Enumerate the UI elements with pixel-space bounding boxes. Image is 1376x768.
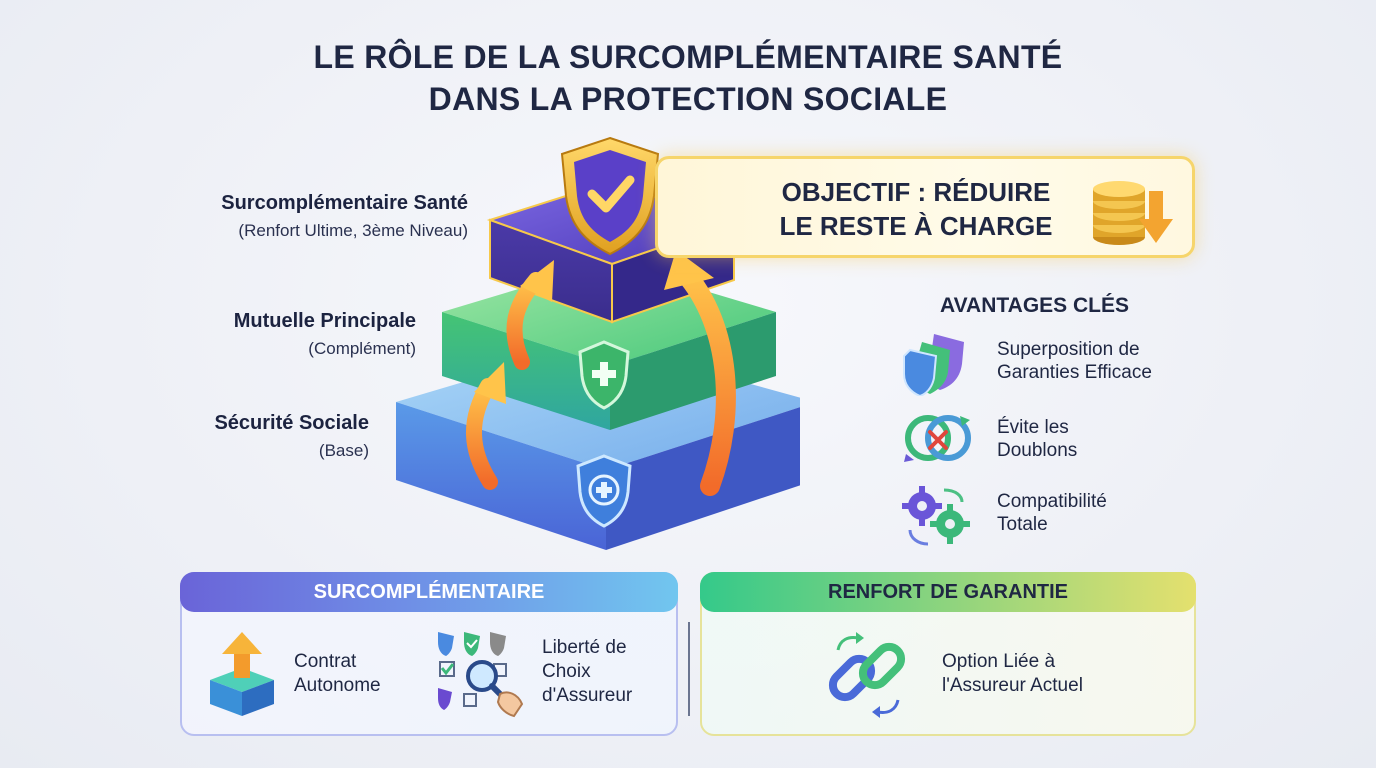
layer-label-main: Sécurité Sociale [214,412,369,434]
title-line-1: LE RÔLE DE LA SURCOMPLÉMENTAIRE SANTÉ [313,39,1063,75]
advantage-line-2: Totale [997,514,1048,535]
panel-renfort-garantie: RENFORT DE GARANTIE Option Liée à l'Assu… [700,572,1196,736]
advantages-title: AVANTAGES CLÉS [940,294,1130,317]
panel-divider [688,622,690,716]
page-title: LE RÔLE DE LA SURCOMPLÉMENTAIRE SANTÉ DA… [0,36,1376,120]
arrow-up-left-upper [506,260,554,370]
layer-label-sub: (Renfort Ultime, 3ème Niveau) [238,221,468,240]
overlap-circles-x-icon [904,415,971,462]
panel-item-line-1: Contrat [294,651,357,672]
gears-icon [902,486,970,546]
advantage-text: Compatibilité Totale [997,490,1107,536]
advantage-item: Compatibilité Totale [900,484,1200,546]
layer-label-main: Surcomplémentaire Santé [221,192,468,214]
panel-item-line-2: Autonome [294,675,381,696]
layer-label-sub: (Base) [318,441,369,460]
chain-link-icon [828,632,906,718]
layer-label-mutuelle: Mutuelle Principale (Complément) [140,310,416,359]
layer-label-securite-sociale: Sécurité Sociale (Base) [140,412,369,461]
objective-box: OBJECTIF : RÉDUIRE LE RESTE À CHARGE [655,156,1195,258]
arrow-up-right-large [664,250,736,496]
panel-surcomplementaire: SURCOMPLÉMENTAIRE Contrat Autonome [180,572,678,736]
layer-label-surcomplementaire: Surcomplémentaire Santé (Renfort Ultime,… [140,192,468,241]
panel-item-text: Contrat Autonome [294,650,381,698]
advantage-line-1: Superposition de [997,339,1140,360]
shield-choice-magnifier-icon [438,632,524,718]
advantage-text: Évite les Doublons [997,416,1077,462]
advantage-line-2: Garanties Efficace [997,362,1152,383]
layered-shields-icon [903,334,964,396]
panel-item-text: Liberté de Choix d'Assureur [542,636,632,708]
shield-check-icon [560,136,660,256]
advantage-item: Évite les Doublons [900,410,1200,470]
objective-text: OBJECTIF : RÉDUIRE LE RESTE À CHARGE [766,175,1066,243]
panel-header: RENFORT DE GARANTIE [700,572,1196,612]
panel-item-text: Option Liée à l'Assureur Actuel [942,650,1083,698]
coins-down-arrow-icon [1093,181,1173,245]
title-line-2: DANS LA PROTECTION SOCIALE [428,81,948,117]
box-arrow-up-icon [210,632,274,716]
advantage-line-2: Doublons [997,440,1078,461]
panel-item-line-2: l'Assureur Actuel [942,675,1083,696]
objective-line-1: OBJECTIF : RÉDUIRE [781,177,1051,207]
advantage-line-1: Compatibilité [997,491,1107,512]
panel-item-line-3: d'Assureur [542,685,633,706]
layer-label-sub: (Complément) [308,339,416,358]
layer-label-main: Mutuelle Principale [233,310,416,332]
panel-item-line-1: Option Liée à [942,651,1056,672]
panel-header: SURCOMPLÉMENTAIRE [180,572,678,612]
arrow-up-left-lower [465,362,506,490]
panel-item-line-1: Liberté de [542,637,627,658]
objective-line-2: LE RESTE À CHARGE [779,211,1053,241]
advantage-line-1: Évite les [997,417,1069,438]
advantage-item: Superposition de Garanties Efficace [900,332,1200,396]
advantage-text: Superposition de Garanties Efficace [997,338,1152,384]
panel-item-line-2: Choix [542,661,591,682]
shield-plus-icon [578,340,630,410]
shield-plus-icon [576,454,632,528]
